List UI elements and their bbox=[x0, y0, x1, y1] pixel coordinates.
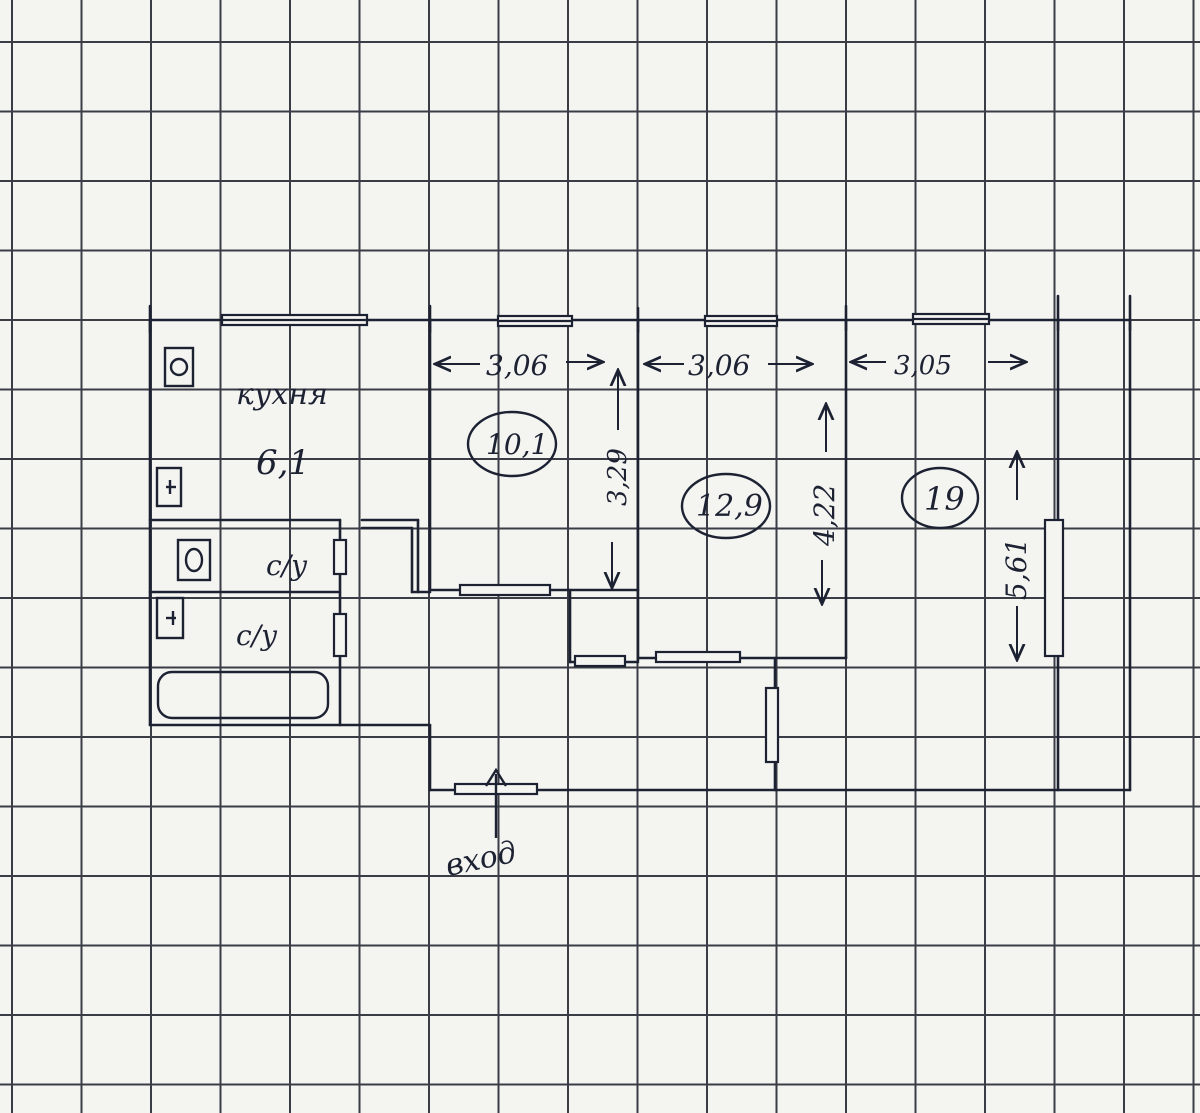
door-corridor bbox=[764, 686, 780, 764]
area-circle-room-2 bbox=[680, 472, 772, 540]
room-1-depth: 3,29 bbox=[603, 448, 633, 506]
door-room-2 bbox=[654, 650, 742, 664]
area-circles bbox=[466, 410, 980, 540]
bathtub-icon bbox=[156, 670, 330, 720]
door-room-1 bbox=[458, 583, 552, 597]
kitchen-name: кухня bbox=[236, 377, 328, 412]
door-wc bbox=[332, 538, 348, 576]
kitchen-sink-icon bbox=[155, 466, 183, 508]
area-circle-room-1 bbox=[466, 410, 558, 478]
toilet-icon bbox=[176, 538, 212, 582]
windows bbox=[220, 312, 991, 328]
labels: кухня 6,1 10,1 12,9 19 с/у с/у 3,06 3,06… bbox=[236, 349, 1033, 884]
dimension-lines bbox=[435, 362, 1026, 660]
entrance-arrow bbox=[484, 767, 508, 838]
room-1-width: 3,06 bbox=[486, 349, 548, 382]
room-3-width: 3,05 bbox=[894, 351, 952, 381]
stove-icon bbox=[163, 346, 195, 388]
wc-name: с/у bbox=[266, 549, 308, 582]
room-2-area: 12,9 bbox=[696, 489, 763, 524]
washbasin-icon bbox=[155, 596, 185, 640]
room-3-area: 19 bbox=[924, 480, 965, 518]
walls bbox=[148, 294, 1132, 792]
room-2-depth: 4,22 bbox=[808, 484, 841, 547]
door-closet bbox=[573, 654, 627, 668]
doors bbox=[332, 518, 1065, 796]
door-room-3 bbox=[1043, 518, 1065, 658]
area-circle-room-3 bbox=[900, 466, 980, 530]
bath-name: с/у bbox=[236, 619, 278, 652]
room-3-depth: 5,61 bbox=[1000, 538, 1033, 600]
room-2-width: 3,06 bbox=[688, 349, 750, 382]
fixtures bbox=[155, 346, 330, 720]
kitchen-area: 6,1 bbox=[256, 443, 310, 483]
door-bath bbox=[332, 612, 348, 658]
room-1-area: 10,1 bbox=[486, 428, 548, 461]
